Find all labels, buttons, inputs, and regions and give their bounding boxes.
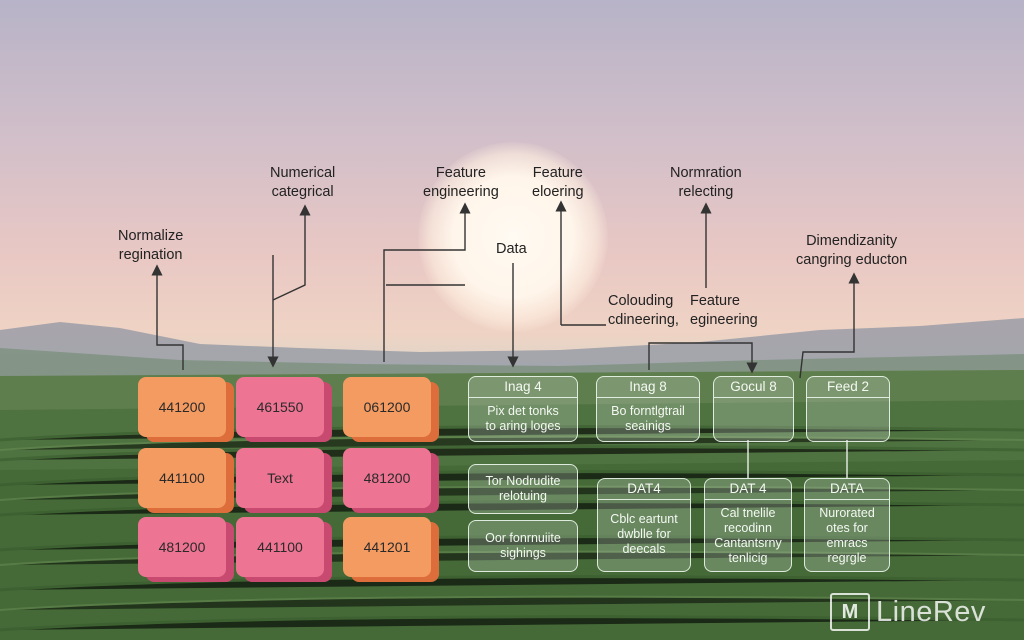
data-cube: 441200 bbox=[138, 377, 226, 437]
data-cube: Text bbox=[236, 448, 324, 508]
watermark-logo: M LineRev bbox=[830, 593, 986, 631]
box-feed2: Feed 2 bbox=[806, 376, 890, 442]
data-cube: 441100 bbox=[138, 448, 226, 508]
label-data: Data bbox=[496, 241, 527, 257]
data-cube: 441100 bbox=[236, 517, 324, 577]
box-gocul: Gocul 8 bbox=[713, 376, 794, 442]
data-cube: 461550 bbox=[236, 377, 324, 437]
data-cube: 061200 bbox=[343, 377, 431, 437]
logo-icon: M bbox=[830, 593, 870, 631]
data-cube: 481200 bbox=[343, 448, 431, 508]
data-cube: 441201 bbox=[343, 517, 431, 577]
logo-text: LineRev bbox=[876, 595, 986, 628]
data-cube: 481200 bbox=[138, 517, 226, 577]
